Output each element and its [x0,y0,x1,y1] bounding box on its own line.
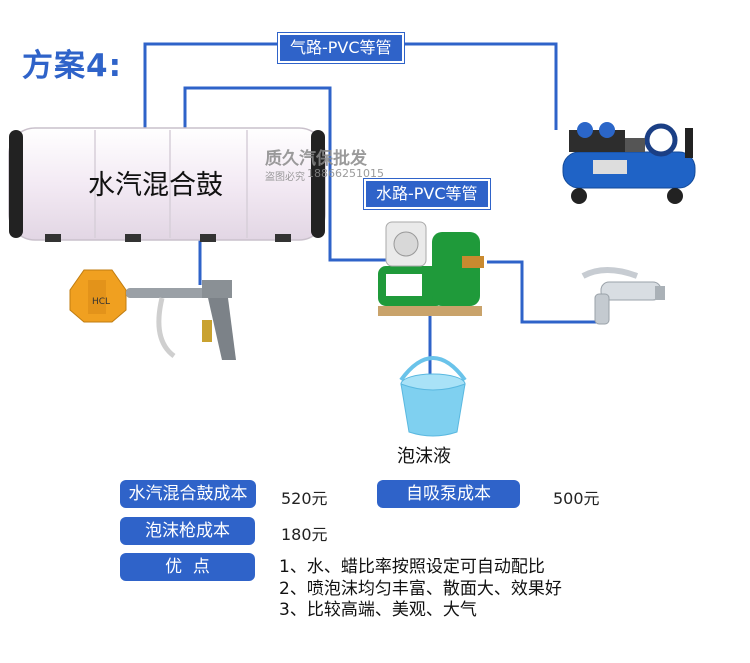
watermark-phone: 18866251015 [307,167,384,180]
drum-cost-label: 水汽混合鼓成本 [120,480,256,508]
faucet-image [581,267,665,325]
pump-cost-label: 自吸泵成本 [377,480,520,508]
water-pipe-line-drum [183,86,395,262]
watermark-notice: 盗图必究 [265,172,305,183]
pump-cost-value: 500元 [553,489,600,508]
air-pipe-label: 气路-PVC等管 [277,32,405,64]
advantage-item-2: 2、喷泡沫均匀丰富、散面大、效果好 [279,579,562,599]
drum-label: 水汽混合鼓 [88,170,223,201]
svg-text:HCL: HCL [92,297,110,307]
gun-cost-label: 泡沫枪成本 [120,517,255,545]
water-pipe-line-faucet [487,260,600,324]
mixing-drum-image [8,127,326,242]
watermark-brand: 质久汽保批发 [265,149,367,169]
gun-cost-value: 180元 [281,525,328,544]
page-title: 方案4: [22,48,122,84]
drum-cost-value: 520元 [281,489,328,508]
advantages-label: 优 点 [120,553,255,581]
advantage-item-1: 1、水、蜡比率按照设定可自动配比 [279,557,545,577]
water-pipe-label: 水路-PVC等管 [363,178,491,210]
air-compressor-image [562,122,696,204]
self-priming-pump-image [378,221,484,316]
foam-liquid-label: 泡沫液 [397,446,451,467]
advantage-item-3: 3、比较高端、美观、大气 [279,600,477,620]
foam-bucket-image [399,356,467,437]
foam-gun-image: HCL [69,269,236,360]
